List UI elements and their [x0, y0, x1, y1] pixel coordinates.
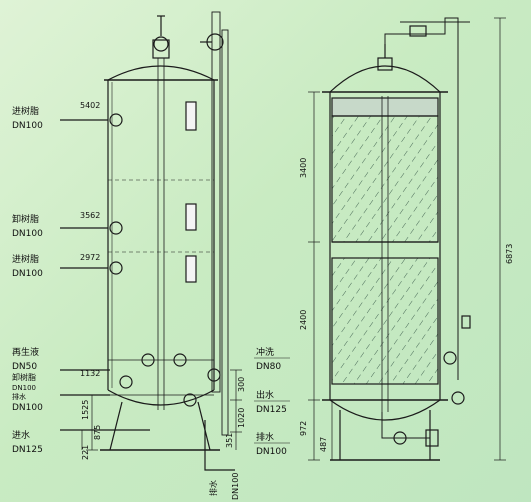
- elev-2972: 2972: [80, 253, 100, 262]
- valve-regen: [141, 353, 155, 367]
- dim-875: 875: [93, 425, 102, 440]
- label-resin-in-2: 进树脂: [12, 253, 39, 265]
- label-bottom-drain-dn: DN100: [231, 473, 240, 500]
- right-dimension-lines: [308, 17, 506, 461]
- dim-972: 972: [299, 421, 308, 436]
- label-drain-small-dn: DN100: [12, 403, 43, 413]
- valve-resin-in-2: [109, 261, 123, 275]
- label-drain-dn: DN100: [256, 447, 287, 457]
- valve-drain-side: [207, 368, 221, 382]
- label-resin-out-dn: DN100: [12, 229, 43, 239]
- sight-glass-1: [185, 101, 197, 131]
- top-resin-layer: [331, 97, 439, 117]
- dim-221: 221: [81, 445, 90, 460]
- dim-2400: 2400: [299, 310, 308, 330]
- elev-5402: 5402: [80, 101, 100, 110]
- label-regen: 再生液: [12, 346, 39, 358]
- label-water-in-dn: DN125: [12, 445, 43, 455]
- label-flush: 冲洗: [256, 346, 274, 358]
- top-valve-wheel: [153, 36, 169, 52]
- left-vessel-bottom-dome: [107, 389, 215, 406]
- label-water-out-dn: DN125: [256, 405, 287, 415]
- valve-unload: [119, 375, 133, 389]
- right-side-valve-2: [451, 391, 465, 405]
- dim-1020: 1020: [237, 408, 246, 428]
- elev-1132: 1132: [80, 369, 100, 378]
- valve-flush: [173, 353, 187, 367]
- label-unload-dn: DN100: [12, 384, 36, 392]
- label-water-out: 出水: [256, 389, 274, 401]
- left-vessel: [60, 11, 235, 471]
- dim-300: 300: [237, 377, 246, 392]
- label-resin-out: 卸树脂: [12, 213, 39, 225]
- right-bottom-valve: [393, 431, 407, 445]
- label-drain: 排水: [256, 431, 274, 443]
- right-bottom-flange: [425, 429, 439, 447]
- label-resin-in-dn: DN100: [12, 121, 43, 131]
- sight-glass-2: [185, 203, 197, 231]
- valve-resin-in: [109, 113, 123, 127]
- label-regen-dn: DN50: [12, 362, 37, 372]
- dim-487: 487: [319, 437, 328, 452]
- left-vessel-top-dome: [107, 65, 215, 81]
- valve-out: [183, 393, 197, 407]
- right-side-fitting: [461, 315, 471, 329]
- label-resin-in: 进树脂: [12, 105, 39, 117]
- dim-1525: 1525: [81, 400, 90, 420]
- right-vessel: [322, 17, 471, 461]
- elev-3562: 3562: [80, 211, 100, 220]
- dim-351: 351: [225, 433, 234, 448]
- right-top-valve: [409, 25, 427, 37]
- label-drain-small: 排水: [12, 392, 26, 401]
- label-water-in: 进水: [12, 429, 30, 441]
- dim-3400: 3400: [299, 158, 308, 178]
- sight-glass-3: [185, 255, 197, 283]
- dim-6873: 6873: [505, 244, 514, 264]
- right-vessel-top-dome: [329, 65, 441, 93]
- upper-resin-bed: [331, 115, 439, 243]
- right-side-valve-1: [443, 351, 457, 365]
- label-bottom-drain: 排水: [208, 480, 218, 496]
- right-top-nozzle: [377, 57, 393, 71]
- valve-resin-out: [109, 221, 123, 235]
- top-manhole: [152, 39, 170, 59]
- lower-resin-bed: [331, 257, 439, 385]
- label-unload: 卸树脂: [12, 372, 36, 382]
- left-dimension-lines: [81, 369, 242, 451]
- label-flush-dn: DN80: [256, 362, 281, 372]
- right-vessel-bottom-dome: [329, 399, 441, 421]
- label-resin-in-2-dn: DN100: [12, 269, 43, 279]
